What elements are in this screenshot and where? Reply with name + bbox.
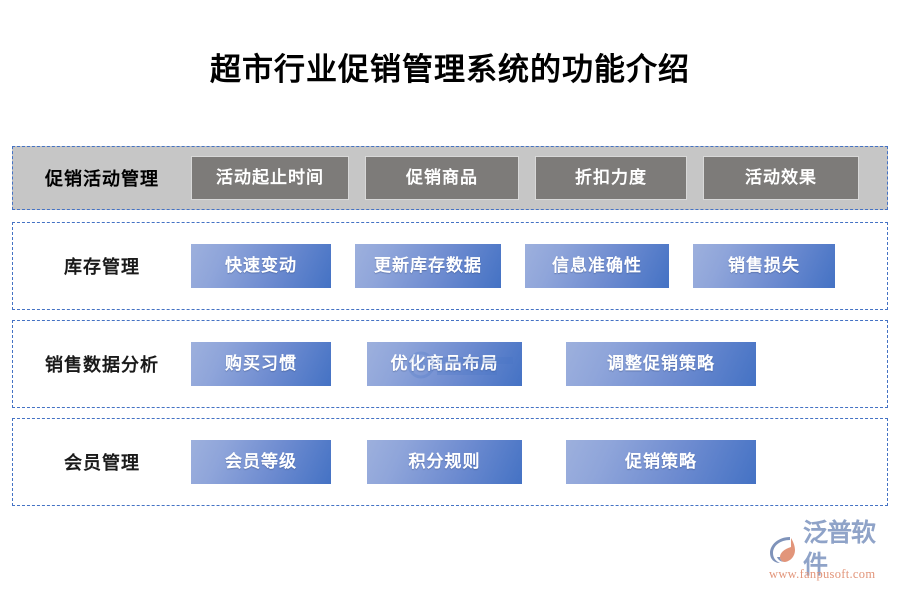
chip-adjust-promo-strategy[interactable]: 调整促销策略 <box>566 342 756 386</box>
function-row-sales-analysis: 销售数据分析 购买习惯 优化商品布局 调整促销策略 <box>12 320 888 408</box>
chip-update-stock-data[interactable]: 更新库存数据 <box>355 244 501 288</box>
row-label: 促销活动管理 <box>45 169 159 189</box>
function-rows: 促销活动管理 活动起止时间 促销商品 折扣力度 活动效果 库存管理 快速变动 更… <box>12 146 888 516</box>
chip-discount-rate[interactable]: 折扣力度 <box>535 156 687 200</box>
chip-rapid-change[interactable]: 快速变动 <box>191 244 331 288</box>
chip-info-accuracy[interactable]: 信息准确性 <box>525 244 669 288</box>
chip-optimize-product-layout[interactable]: 优化商品布局 <box>367 342 522 386</box>
row-label: 库存管理 <box>64 257 140 277</box>
chip-promotion-strategy[interactable]: 促销策略 <box>566 440 756 484</box>
logo-url-text: www.fanpusoft.com <box>769 567 876 581</box>
chip-points-rule[interactable]: 积分规则 <box>367 440 522 484</box>
function-row-promotion-activity: 促销活动管理 活动起止时间 促销商品 折扣力度 活动效果 <box>12 146 888 210</box>
row-items: 会员等级 积分规则 促销策略 <box>191 419 887 505</box>
logo-top-row: 泛普软件 <box>768 520 892 579</box>
chip-buying-habits[interactable]: 购买习惯 <box>191 342 331 386</box>
chip-activity-period[interactable]: 活动起止时间 <box>191 156 349 200</box>
row-items: 快速变动 更新库存数据 信息准确性 销售损失 <box>191 223 887 309</box>
row-items: 活动起止时间 促销商品 折扣力度 活动效果 <box>191 147 887 209</box>
row-items: 购买习惯 优化商品布局 调整促销策略 <box>191 321 887 407</box>
row-label: 销售数据分析 <box>45 355 159 375</box>
logo-brand-text: 泛普软件 <box>803 520 876 579</box>
function-row-inventory: 库存管理 快速变动 更新库存数据 信息准确性 销售损失 <box>12 222 888 310</box>
fanpu-swoosh-icon <box>770 537 795 563</box>
chip-sales-loss[interactable]: 销售损失 <box>693 244 835 288</box>
page-title: 超市行业促销管理系统的功能介绍 <box>210 52 690 87</box>
chip-promo-goods[interactable]: 促销商品 <box>365 156 519 200</box>
brand-logo: 泛普软件 www.fanpusoft.com <box>768 520 892 590</box>
function-row-membership: 会员管理 会员等级 积分规则 促销策略 <box>12 418 888 506</box>
chip-member-level[interactable]: 会员等级 <box>191 440 331 484</box>
row-label: 会员管理 <box>64 453 140 473</box>
chip-activity-effect[interactable]: 活动效果 <box>703 156 859 200</box>
